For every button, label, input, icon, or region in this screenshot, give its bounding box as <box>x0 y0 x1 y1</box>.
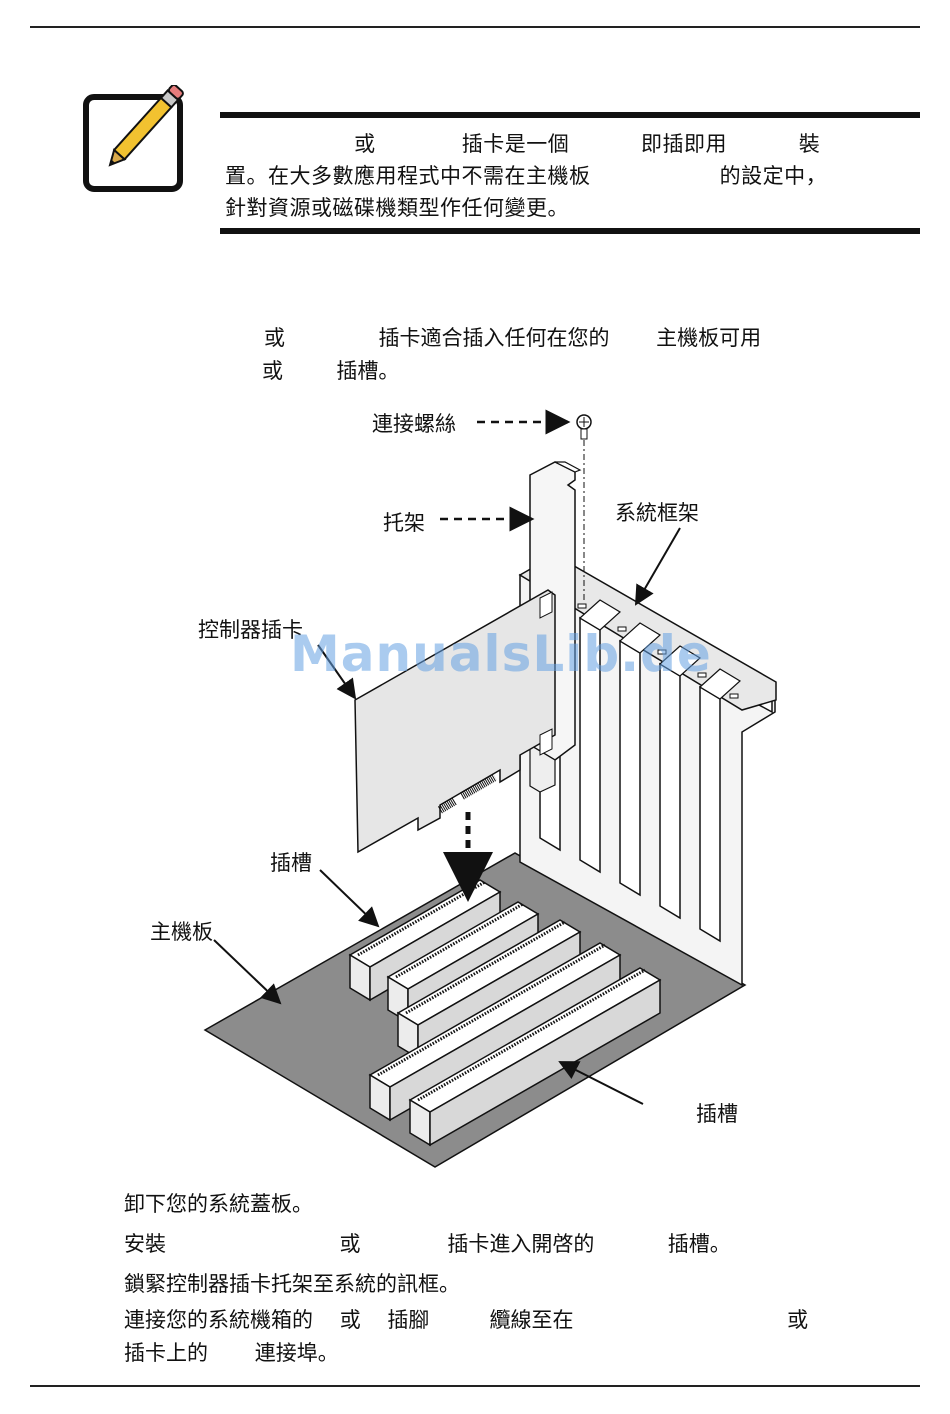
label-board: 主機板 <box>150 920 213 944</box>
screw-shape <box>576 414 592 600</box>
label-slot-top: 插槽 <box>270 851 312 875</box>
step-4-line-1: 連接您的系統機箱的 或 插腳 纜線至在 或 <box>124 1308 809 1332</box>
intro-line-1: 或 插卡適合插入任何在您的 主機板可用 <box>264 326 762 350</box>
step-4-line-2: 插卡上的 連接埠。 <box>124 1341 339 1365</box>
step-1: 卸下您的系統蓋板。 <box>124 1192 313 1216</box>
label-frame: 系統框架 <box>615 501 699 525</box>
step-2: 安裝 或 插卡進入開啓的 插槽。 <box>124 1232 731 1256</box>
label-slot-bottom: 插槽 <box>696 1102 738 1126</box>
label-screw: 連接螺絲 <box>372 412 456 436</box>
pci-slots-shape <box>348 879 662 1147</box>
label-card: 控制器插卡 <box>198 618 303 642</box>
label-bracket: 托架 <box>383 511 425 535</box>
watermark: ManualsLib.de <box>290 625 712 683</box>
bottom-rule <box>30 1385 920 1387</box>
note-bottom-bar <box>220 228 920 234</box>
intro-line-2: 或 插槽。 <box>262 359 400 383</box>
step-3: 鎖緊控制器插卡托架至系統的訊框。 <box>124 1272 460 1296</box>
note-line-2: 置。在大多數應用程式中不需在主機板 的設定中， <box>225 164 828 188</box>
pencil-note-icon <box>83 85 184 192</box>
note-line-3: 針對資源或磁碟機類型作任何變更。 <box>225 196 569 220</box>
note-top-bar <box>220 112 920 118</box>
system-frame-shape <box>518 554 777 987</box>
controller-card-shape <box>354 589 556 854</box>
note-line-1: 或 插卡是一個 即插即用 裝 <box>225 132 821 156</box>
top-rule <box>30 26 920 28</box>
